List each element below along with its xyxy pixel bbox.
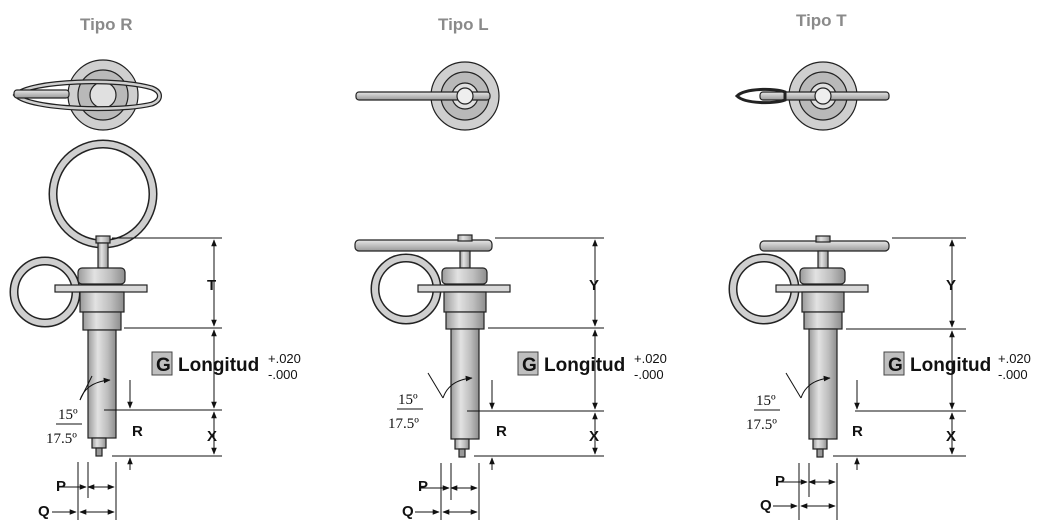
dim-x-label: X xyxy=(207,428,217,445)
side-view-r xyxy=(9,139,158,457)
angle-top-label: 15º xyxy=(398,392,418,408)
g-length-label: Longitud xyxy=(910,355,991,376)
dim-y-label: Y xyxy=(946,277,956,294)
g-length-label: Longitud xyxy=(544,355,625,376)
dim-x-label: X xyxy=(946,428,956,445)
dim-q-label: Q xyxy=(402,503,414,520)
side-view-l xyxy=(354,234,511,458)
dim-q-label: Q xyxy=(38,503,50,520)
tolerance-minus: -.000 xyxy=(268,367,298,382)
tolerance-plus: +.020 xyxy=(634,351,667,366)
top-view-r xyxy=(12,59,162,131)
tolerance-plus: +.020 xyxy=(268,351,301,366)
angle-top-label: 15º xyxy=(756,393,776,409)
top-view-t xyxy=(734,61,890,131)
angle-bottom-label: 17.5º xyxy=(388,416,419,432)
g-letter-box xyxy=(883,351,905,376)
angle-bottom-label: 17.5º xyxy=(46,431,77,447)
view-tipo-r: Tipo R xyxy=(9,15,301,520)
dims-t xyxy=(754,237,966,520)
g-letter: G xyxy=(156,355,171,376)
dim-q-label: Q xyxy=(760,497,772,514)
g-letter: G xyxy=(522,355,537,376)
tolerance-minus: -.000 xyxy=(634,367,664,382)
view-title: Tipo L xyxy=(438,15,489,34)
angle-top-label: 15º xyxy=(58,407,78,423)
dim-r-label: R xyxy=(496,423,507,440)
g-letter-box xyxy=(151,351,173,376)
dim-x-label: X xyxy=(589,428,599,445)
view-tipo-t: Tipo T xyxy=(728,11,1031,520)
dim-t-label: T xyxy=(207,277,216,294)
dim-y-label: Y xyxy=(589,277,599,294)
g-letter: G xyxy=(888,355,903,376)
view-title: Tipo T xyxy=(796,11,847,30)
top-view-l xyxy=(355,61,500,131)
tolerance-minus: -.000 xyxy=(998,367,1028,382)
dim-r-label: R xyxy=(852,423,863,440)
view-title: Tipo R xyxy=(80,15,133,34)
dim-p-label: P xyxy=(418,478,428,495)
tolerance-plus: +.020 xyxy=(998,351,1031,366)
dim-r-label: R xyxy=(132,423,143,440)
dim-p-label: P xyxy=(56,478,66,495)
dims-r xyxy=(52,237,222,520)
side-view-t xyxy=(728,235,890,458)
g-length-label: Longitud xyxy=(178,355,259,376)
dims-l xyxy=(397,237,604,520)
angle-bottom-label: 17.5º xyxy=(746,417,777,433)
dim-p-label: P xyxy=(775,473,785,490)
g-letter-box xyxy=(517,351,539,376)
view-tipo-l: Tipo L xyxy=(354,15,667,520)
